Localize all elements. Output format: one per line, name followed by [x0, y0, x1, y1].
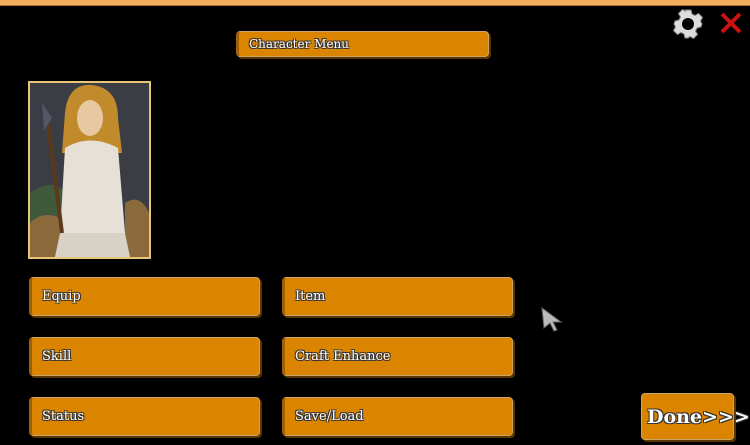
done-label: Done>>>: [647, 405, 750, 428]
character-portrait: [28, 81, 151, 259]
skill-button[interactable]: Skill: [29, 337, 260, 376]
gear-icon[interactable]: [672, 8, 704, 40]
character-menu-title: Character Menu: [236, 31, 489, 57]
close-icon[interactable]: [719, 11, 743, 35]
status-label: Status: [42, 409, 85, 424]
item-label: Item: [295, 289, 326, 304]
save-load-label: Save/Load: [295, 409, 364, 424]
save-load-button[interactable]: Save/Load: [282, 397, 513, 436]
window-top-bar: [0, 0, 750, 6]
skill-label: Skill: [42, 349, 72, 364]
craft-enhance-label: Craft Enhance: [295, 349, 391, 364]
status-button[interactable]: Status: [29, 397, 260, 436]
title-label: Character Menu: [249, 37, 349, 51]
mouse-cursor-icon: [541, 306, 563, 332]
equip-label: Equip: [42, 289, 81, 304]
item-button[interactable]: Item: [282, 277, 513, 316]
done-button[interactable]: Done>>>: [641, 393, 750, 440]
equip-button[interactable]: Equip: [29, 277, 260, 316]
craft-enhance-button[interactable]: Craft Enhance: [282, 337, 513, 376]
